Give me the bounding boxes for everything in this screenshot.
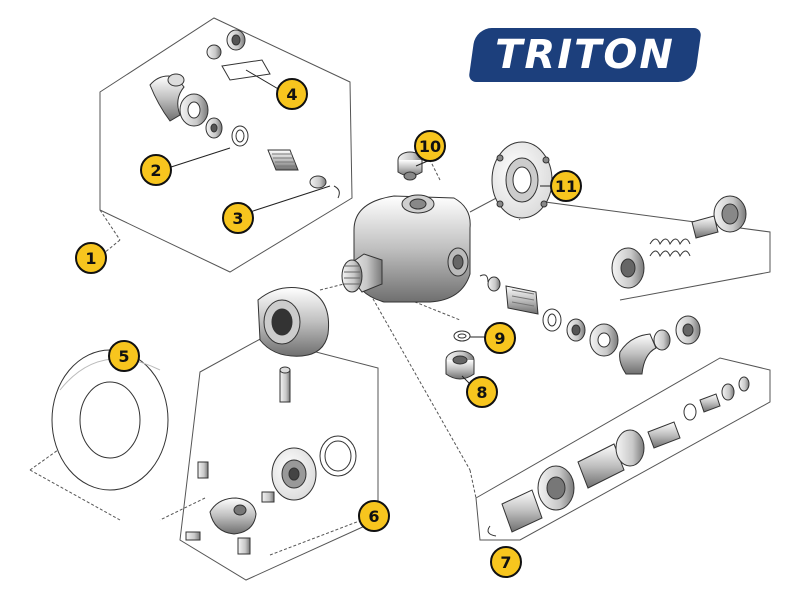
- control-knob: [209, 497, 257, 535]
- group-7-outline: [475, 357, 771, 541]
- logo-text: TRITON: [495, 32, 675, 78]
- callout-6: 6: [358, 500, 390, 532]
- elbow-fitting: [149, 75, 185, 122]
- spring: [649, 238, 691, 246]
- group-1-outline: [99, 17, 353, 273]
- callout-3: 3: [222, 202, 254, 234]
- triton-logo: TRITON: [466, 24, 704, 86]
- cartridge-spindle: [577, 443, 625, 489]
- callout-7: 7: [490, 546, 522, 578]
- callout-2: 2: [140, 154, 172, 186]
- callout-5: 5: [108, 340, 140, 372]
- callout-4: 4: [276, 78, 308, 110]
- spindle: [279, 369, 291, 403]
- callout-10: 10: [414, 130, 446, 162]
- callout-8: 8: [466, 376, 498, 408]
- callout-11: 11: [550, 170, 582, 202]
- valve-body: [353, 195, 471, 303]
- cartridge-body: [501, 489, 543, 533]
- strainer: [267, 149, 299, 171]
- group-11-outline: [469, 195, 771, 301]
- callout-1: 1: [75, 242, 107, 274]
- callout-9: 9: [484, 322, 516, 354]
- outlet-elbow: [619, 333, 657, 375]
